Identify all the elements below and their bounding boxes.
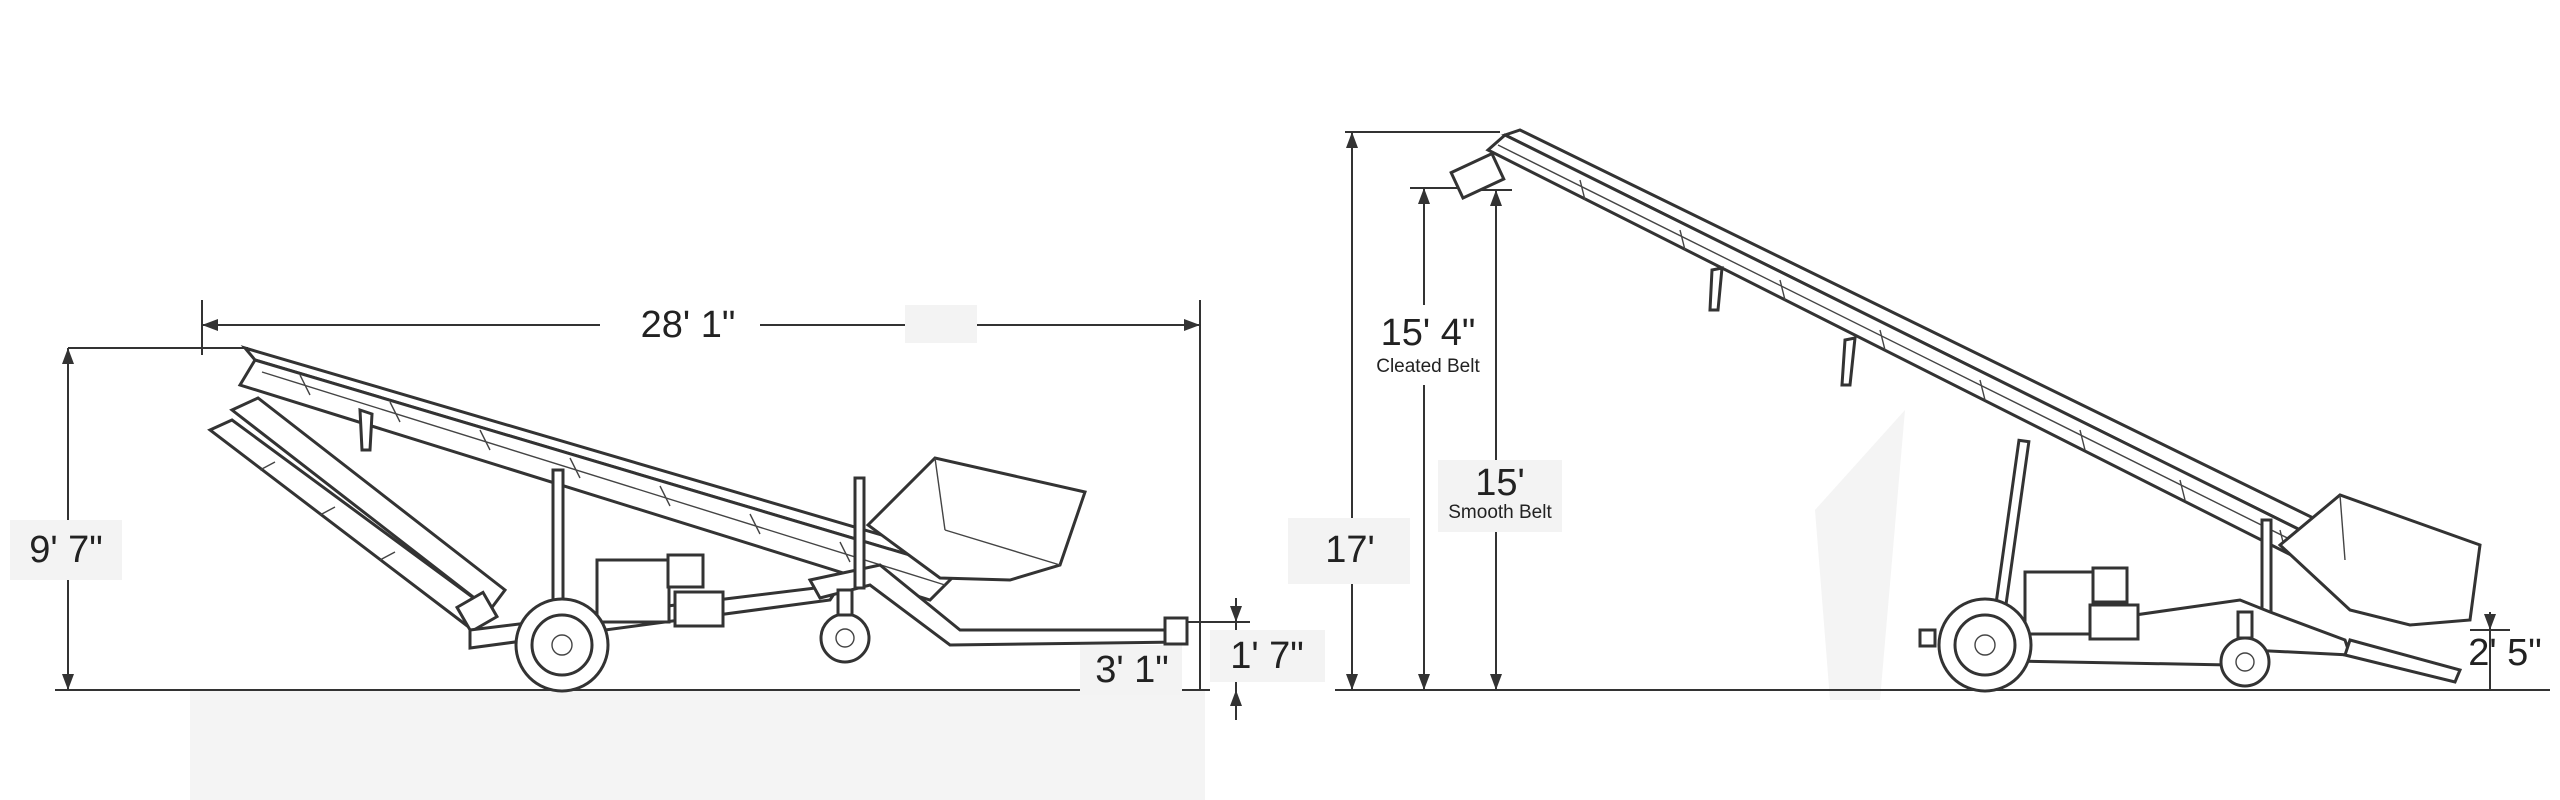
length-label-mask <box>600 300 760 348</box>
left-belt-bracket-1 <box>358 407 374 452</box>
discharge-label-bg <box>1080 645 1182 695</box>
right-main-rim <box>1953 613 2017 677</box>
left-view: 28' 1" 9' 7" 3' 1" 1' 7" <box>10 300 1325 720</box>
cleated-belt-caption: Cleated Belt <box>1376 356 1480 377</box>
right-tail-section <box>2343 638 2463 684</box>
left-jack-post <box>836 588 854 617</box>
left-belt-cleat-6 <box>749 513 761 535</box>
overall-height-label: 9' 7" <box>29 529 103 571</box>
right-belt-top <box>1501 128 2443 594</box>
hopper-height-label: 2' 5" <box>2468 632 2542 674</box>
smooth-arrow-bottom <box>1490 674 1502 690</box>
cleated-label-bg <box>1365 305 1495 385</box>
right-cleat-1 <box>1579 179 1586 201</box>
overall-length-label: 28' 1" <box>641 304 736 346</box>
height-arrow-top <box>62 348 74 364</box>
max-height-label: 17' <box>1325 529 1375 571</box>
left-fold-belt <box>207 396 508 634</box>
right-engine-box <box>2023 570 2097 636</box>
height-arrow-bottom <box>62 674 74 690</box>
left-hopper-seam <box>944 529 1061 566</box>
left-belt-cleat-3 <box>479 429 491 451</box>
height-label-bg <box>10 520 122 580</box>
ghost-shape-right <box>1815 410 1905 700</box>
right-battery-box <box>2088 603 2140 641</box>
cleated-belt-height-label: 15' 4" <box>1381 312 1476 354</box>
right-cleat-2 <box>1679 229 1686 251</box>
left-belt-cleat-4 <box>569 457 581 479</box>
right-belt-inner <box>1497 144 2419 604</box>
left-jack-hub <box>835 628 855 648</box>
left-belt-inner <box>261 371 946 586</box>
left-engine-box <box>595 558 671 624</box>
length-arrow-right <box>1184 319 1200 331</box>
left-battery-box <box>673 590 725 628</box>
hitch-arrow-bottom <box>1230 690 1242 706</box>
hopper-arrow-top <box>2484 614 2496 630</box>
right-belt-bracket-2 <box>1840 336 1857 387</box>
right-head-pulley <box>1449 151 1506 200</box>
left-belt-cleat-5 <box>659 485 671 507</box>
left-control-box <box>666 553 705 589</box>
right-cleat-4 <box>1879 329 1886 351</box>
right-jack-tire <box>2219 636 2271 688</box>
left-belt-cleat-7 <box>839 541 851 563</box>
right-cleat-3 <box>1779 279 1786 301</box>
cleated-arrow-bottom <box>1418 674 1430 690</box>
right-jack-post <box>2236 610 2254 640</box>
ghost-label-box <box>905 305 977 343</box>
cleated-arrow-top <box>1418 188 1430 204</box>
right-main-belt <box>1449 128 2443 617</box>
smooth-belt-height-label: 15' <box>1475 462 1525 504</box>
hitch-height-label: 1' 7" <box>1230 635 1304 677</box>
ground-shadow-left <box>190 690 1205 800</box>
max-height-label-bg <box>1288 518 1410 584</box>
right-cleat-5 <box>1979 379 1986 401</box>
left-hitch <box>1163 616 1189 646</box>
right-hopper-edge <box>2339 494 2346 561</box>
discharge-height-label: 3' 1" <box>1095 649 1169 691</box>
left-fold-belt-top <box>229 396 508 613</box>
left-belt-cleat-1 <box>299 374 311 396</box>
left-hopper-edge <box>934 457 946 531</box>
right-hitch <box>1918 628 1937 648</box>
right-main-wheel <box>1937 597 2033 693</box>
left-hopper-mast <box>853 476 866 590</box>
right-hopper <box>2277 493 2482 627</box>
left-belt-cleat-2 <box>389 401 401 423</box>
max-height-arrow-top <box>1346 132 1358 148</box>
length-arrow-left <box>202 319 218 331</box>
smooth-arrow-top <box>1490 190 1502 206</box>
left-main-wheel <box>514 597 610 693</box>
hitch-arrow-top <box>1230 606 1242 622</box>
left-jack-tire <box>819 612 871 664</box>
hitch-label-bg <box>1210 630 1325 682</box>
right-view: 17' 15' 4" Cleated Belt 15' Smooth Belt … <box>1288 128 2550 693</box>
fold-gearbox <box>454 590 500 634</box>
right-belt-bracket-1 <box>1708 266 1724 312</box>
right-control-box <box>2091 566 2129 604</box>
left-main-rim <box>530 613 594 677</box>
smooth-belt-caption: Smooth Belt <box>1448 502 1552 523</box>
fold-cleat-1 <box>259 461 276 471</box>
right-jack-hub <box>2235 652 2255 672</box>
fold-cleat-3 <box>379 551 396 561</box>
max-height-arrow-bottom <box>1346 674 1358 690</box>
fold-cleat-2 <box>319 506 336 516</box>
left-belt-body <box>237 358 963 602</box>
right-jack-wheel <box>2219 610 2271 688</box>
smooth-label-bg <box>1438 460 1562 532</box>
right-cleat-7 <box>2179 479 2186 501</box>
left-main-hub <box>551 634 573 656</box>
right-cleat-6 <box>2079 429 2086 451</box>
left-jack-wheel <box>819 588 871 664</box>
right-main-hub <box>1974 634 1996 656</box>
